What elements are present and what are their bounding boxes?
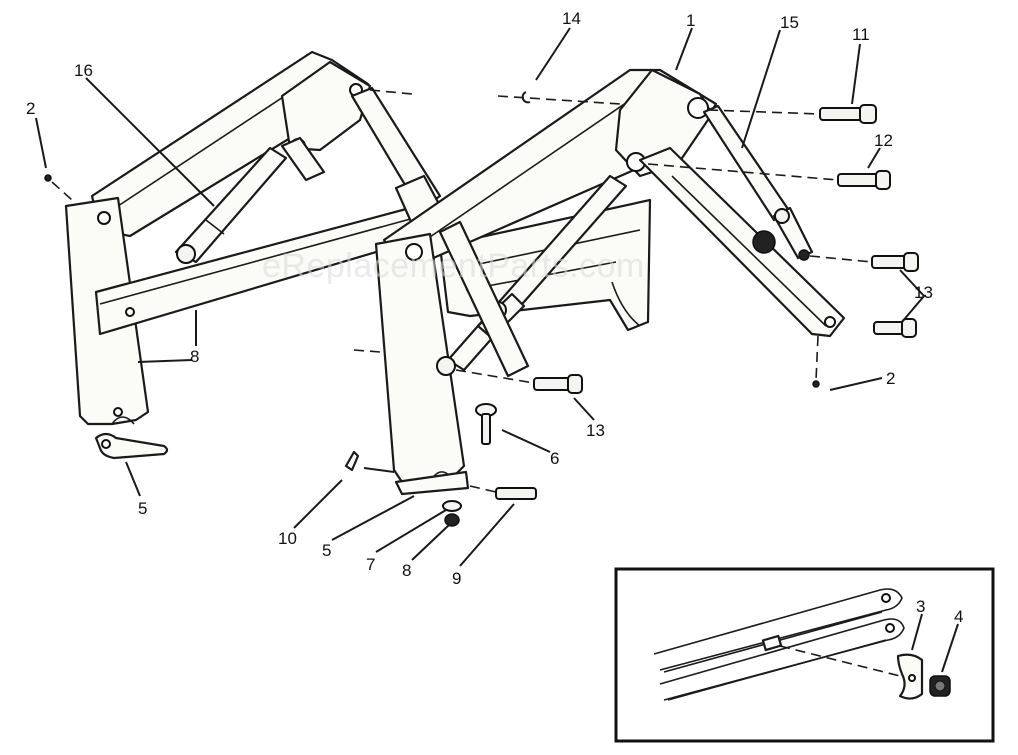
inset-boom-arms: [653, 588, 905, 701]
callout-labels: 1 2 2 3 4 5 5 6 7 8 8 9 10 11 12 13 13 1…: [26, 9, 963, 626]
bolt-11: [819, 104, 877, 124]
left-post-top-hole: [97, 211, 111, 225]
callout-10: 10: [278, 529, 297, 548]
callout-2-right: 2: [886, 369, 895, 388]
callout-12: 12: [874, 131, 893, 150]
right-front-arm: [638, 146, 846, 338]
inset-nut-4: [929, 675, 951, 697]
left-hydraulic-cylinder: [174, 136, 326, 264]
callout-8-center: 8: [402, 561, 411, 580]
hardware: [344, 91, 919, 527]
right-post-pivot-bushing: [436, 356, 456, 376]
callout-16: 16: [74, 61, 93, 80]
cotter-pin-10: [344, 450, 360, 472]
left-lynch-pin: [94, 432, 169, 460]
right-post-top-hole: [405, 243, 423, 261]
callout-3: 3: [916, 597, 925, 616]
right-boom-pivot-hole: [687, 97, 709, 119]
callout-2-left: 2: [26, 99, 35, 118]
left-ball-fitting: [44, 174, 52, 182]
inset-frame: [614, 567, 995, 743]
bolt-13-center: [533, 374, 583, 394]
right-loader-arm-assembly: [374, 68, 846, 496]
watermark: eReplacementParts.com: [262, 247, 645, 285]
callout-6: 6: [550, 449, 559, 468]
washer-7: [442, 500, 462, 512]
right-post-foot-plate: [394, 470, 470, 496]
callout-leaders: [35, 27, 926, 567]
callout-13-center: 13: [586, 421, 605, 440]
callout-14: 14: [562, 9, 581, 28]
right-hydraulic-cylinder-15: [702, 104, 814, 261]
bolt-13-upper: [871, 252, 919, 272]
bolt-13-lower: [873, 318, 917, 338]
right-boom-bracket: [614, 68, 714, 178]
callout-8-left: 8: [190, 347, 199, 366]
callout-4: 4: [954, 607, 963, 626]
callout-7: 7: [366, 555, 375, 574]
inset-detail: [614, 567, 995, 743]
alignment-lines: [51, 89, 873, 493]
inset-bracket-3: [896, 653, 924, 700]
right-arm-knob: [752, 230, 776, 254]
callout-5-center: 5: [322, 541, 331, 560]
callout-9: 9: [452, 569, 461, 588]
right-inner-link: [438, 220, 530, 378]
bolt-12: [837, 170, 891, 190]
callout-13-right: 13: [914, 283, 933, 302]
callout-1: 1: [686, 11, 695, 30]
clevis-pin-6: [475, 403, 497, 445]
callout-5-left: 5: [138, 499, 147, 518]
snap-ring-14: [521, 91, 531, 104]
right-ball-fitting: [812, 380, 820, 388]
left-loader-arm-assembly: [44, 50, 442, 460]
nut-8: [444, 513, 460, 527]
callout-11: 11: [852, 25, 870, 44]
bolt-9: [495, 487, 537, 500]
callout-15: 15: [780, 13, 799, 32]
